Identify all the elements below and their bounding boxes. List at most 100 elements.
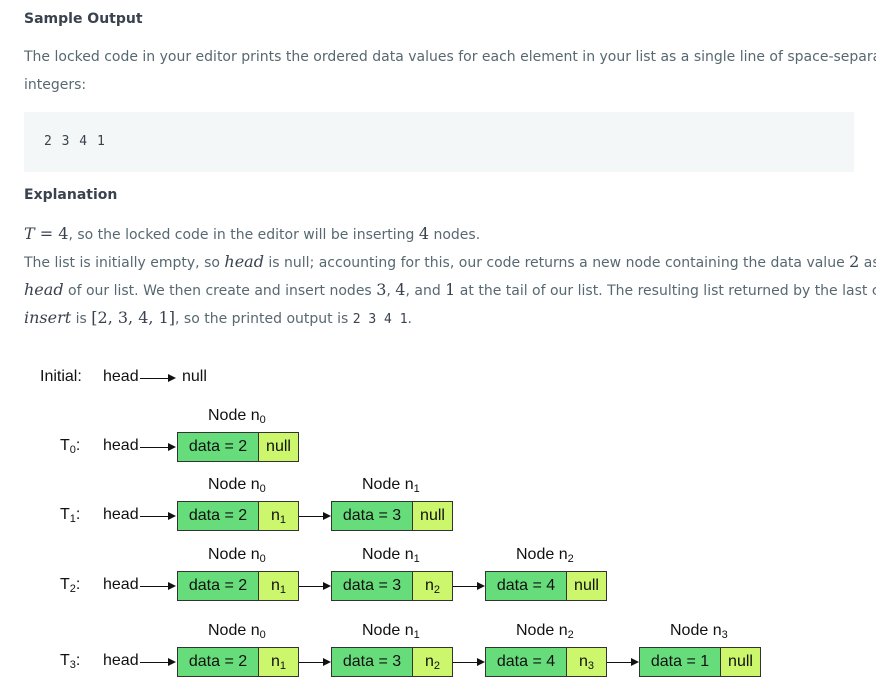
subscript: 1 <box>279 660 287 672</box>
node-title: Node n2 <box>516 622 574 641</box>
explanation-line1: T = 4, so the locked code in the editor … <box>24 224 480 243</box>
node-data-cell: data = 2 <box>178 433 258 461</box>
subscript: 2 <box>433 660 441 672</box>
node-next-cell: null <box>412 502 452 530</box>
node-data-cell: data = 2 <box>178 502 258 530</box>
explanation-line4: insert is [2, 3, 4, 1], so the printed o… <box>24 308 412 327</box>
math-number: 4 <box>418 224 430 243</box>
explanation-line2: The list is initially empty, so head is … <box>24 252 876 271</box>
math-T: T <box>24 224 35 243</box>
node-data-cell: data = 1 <box>640 648 720 676</box>
node-next-cell: n3 <box>566 648 606 676</box>
head-label: head <box>103 652 139 669</box>
node-next-cell: null <box>720 648 760 676</box>
arrow <box>299 512 331 520</box>
math-list: [2, 3, 4, 1] <box>91 308 175 327</box>
head-label: head <box>103 576 139 593</box>
arrow <box>299 582 331 590</box>
head-label: head <box>103 368 139 385</box>
subscript: 1 <box>279 514 287 526</box>
node-next-cell: n1 <box>258 502 298 530</box>
initial-label: Initial: <box>40 368 82 385</box>
node-title: Node n1 <box>362 476 420 495</box>
node-next-cell: null <box>258 433 298 461</box>
node-next-cell: n1 <box>258 572 298 600</box>
node-data-cell: data = 2 <box>178 572 258 600</box>
math-head: head <box>224 252 264 271</box>
node-data-cell: data = 3 <box>332 572 412 600</box>
text: is null; accounting for this, our code r… <box>263 255 850 271</box>
subscript: 2 <box>69 583 76 595</box>
arrow <box>453 658 485 666</box>
subscript: 1 <box>413 553 420 565</box>
math-number: 3 <box>376 280 387 299</box>
subscript: 1 <box>413 483 420 495</box>
subscript: 0 <box>259 483 266 495</box>
subscript: 1 <box>279 584 287 596</box>
text: nodes. <box>429 227 481 243</box>
node-title: Node n0 <box>208 476 266 495</box>
node-title: Node n1 <box>362 622 420 641</box>
text: as the <box>863 255 876 271</box>
arrow <box>140 443 176 451</box>
math-eq: = 4 <box>34 224 69 243</box>
subscript: 3 <box>721 629 728 641</box>
explanation-line3: head of our list. We then create and ins… <box>24 280 876 299</box>
math-insert: insert <box>24 308 72 327</box>
math-number: 4 <box>395 280 406 299</box>
node-data-cell: data = 4 <box>486 572 566 600</box>
node-next-cell: n1 <box>258 648 298 676</box>
node-data-cell: data = 3 <box>332 502 412 530</box>
node-data-cell: data = 3 <box>332 648 412 676</box>
node-next-cell: n2 <box>412 648 452 676</box>
subscript: 2 <box>567 629 574 641</box>
text: , so the printed output is <box>175 311 353 327</box>
sample-output-code: 2 3 4 1 <box>44 134 106 149</box>
subscript: 0 <box>259 629 266 641</box>
subscript: 3 <box>69 659 76 671</box>
head-label: head <box>103 506 139 523</box>
arrow <box>140 374 176 382</box>
sample-output-code-block: 2 3 4 1 <box>24 112 854 172</box>
explanation-heading: Explanation <box>24 187 118 203</box>
head-label: head <box>103 437 139 454</box>
subscript: 3 <box>587 660 595 672</box>
arrow <box>453 582 485 590</box>
time-step-label: T2: <box>60 576 81 595</box>
text: , and <box>405 283 446 299</box>
subscript: 2 <box>433 584 441 596</box>
subscript: 2 <box>567 553 574 565</box>
inline-code: 2 3 4 1 <box>352 312 408 327</box>
node-data-cell: data = 4 <box>486 648 566 676</box>
node-title: Node n0 <box>208 546 266 565</box>
arrow <box>140 658 176 666</box>
text: , <box>386 283 396 299</box>
sample-output-intro-line2: integers: <box>24 77 87 93</box>
node-data-cell: data = 2 <box>178 648 258 676</box>
node-title: Node n3 <box>670 622 728 641</box>
node-title: Node n1 <box>362 546 420 565</box>
text: , so the locked code in the editor will … <box>68 227 419 243</box>
math-head: head <box>24 280 64 299</box>
null-label: null <box>182 368 207 385</box>
text: at the tail of our list. The resulting l… <box>455 283 876 299</box>
time-step-label: T3: <box>60 652 81 671</box>
math-number: 2 <box>849 252 860 271</box>
node-title: Node n0 <box>208 622 266 641</box>
arrow <box>299 658 331 666</box>
sample-output-intro-line1: The locked code in your editor prints th… <box>24 49 876 65</box>
text: The list is initially empty, so <box>24 255 225 271</box>
time-step-label: T0: <box>60 437 81 456</box>
subscript: 0 <box>259 414 266 426</box>
arrow <box>607 658 639 666</box>
